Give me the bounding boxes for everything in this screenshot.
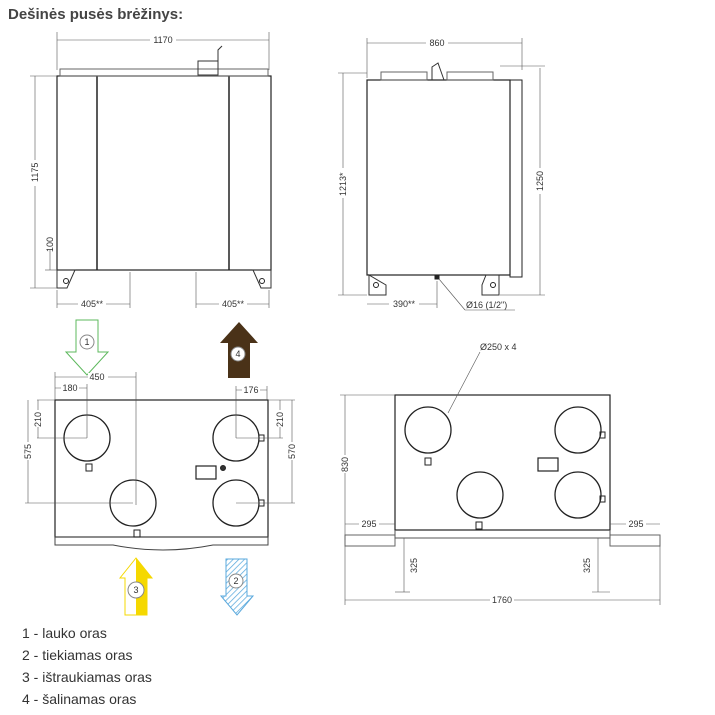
dim-width: 1170 bbox=[153, 35, 172, 45]
dim-450: 450 bbox=[89, 372, 104, 382]
dim-foot: 100 bbox=[45, 237, 55, 252]
legend-item-2: 2 - tiekiamas oras bbox=[22, 647, 133, 663]
arrow-3-extract-air: 3 bbox=[118, 557, 154, 616]
dim-210-left: 210 bbox=[33, 412, 43, 427]
legend: 1 - lauko oras 2 - tiekiamas oras 3 - iš… bbox=[22, 622, 152, 710]
dim-176: 176 bbox=[243, 385, 258, 395]
duct-diameter-label: Ø250 x 4 bbox=[480, 342, 517, 352]
dim-325-right: 325 bbox=[582, 558, 592, 573]
page-title: Dešinės pusės brėžinys: bbox=[8, 6, 184, 23]
top-view-right: Ø250 x 4 830 295 295 325 325 1760 bbox=[340, 342, 661, 605]
arrow-1-outdoor-air: 1 bbox=[64, 319, 110, 376]
dim-height-right: 1250 bbox=[535, 171, 545, 191]
dim-right-offset: 405** bbox=[222, 299, 245, 309]
front-view: 1170 1175 100 405** 405** bbox=[30, 32, 272, 309]
arrow-2-label: 2 bbox=[233, 576, 238, 586]
legend-item-1: 1 - lauko oras bbox=[22, 625, 107, 641]
side-view: 860 1213* 1250 390** Ø16 (1/2") bbox=[338, 38, 545, 311]
arrow-4-label: 4 bbox=[235, 349, 240, 359]
dim-830: 830 bbox=[340, 457, 350, 472]
dim-295-left: 295 bbox=[361, 519, 376, 529]
dim-180: 180 bbox=[62, 383, 77, 393]
dim-1760: 1760 bbox=[492, 595, 512, 605]
dim-575: 575 bbox=[23, 444, 33, 459]
top-view-left: 450 180 176 210 210 575 570 bbox=[23, 372, 297, 551]
arrow-1-label: 1 bbox=[84, 337, 89, 347]
legend-item-3: 3 - ištraukiamas oras bbox=[22, 669, 152, 685]
dim-height: 1175 bbox=[30, 163, 40, 182]
dim-295-right: 295 bbox=[628, 519, 643, 529]
dim-left-offset: 405** bbox=[81, 299, 104, 309]
arrow-3-label: 3 bbox=[133, 585, 138, 595]
dim-height-left: 1213* bbox=[338, 172, 348, 196]
dim-drain-offset: 390** bbox=[393, 299, 416, 309]
dim-depth: 860 bbox=[429, 38, 444, 48]
arrow-4-exhaust-air: 4 bbox=[220, 322, 258, 378]
dim-325-left: 325 bbox=[409, 558, 419, 573]
dim-210-right: 210 bbox=[275, 412, 285, 427]
dim-570: 570 bbox=[287, 444, 297, 459]
arrow-2-supply-air: 2 bbox=[219, 558, 255, 616]
dim-drain: Ø16 (1/2") bbox=[466, 300, 507, 310]
legend-item-4: 4 - šalinamas oras bbox=[22, 691, 137, 707]
